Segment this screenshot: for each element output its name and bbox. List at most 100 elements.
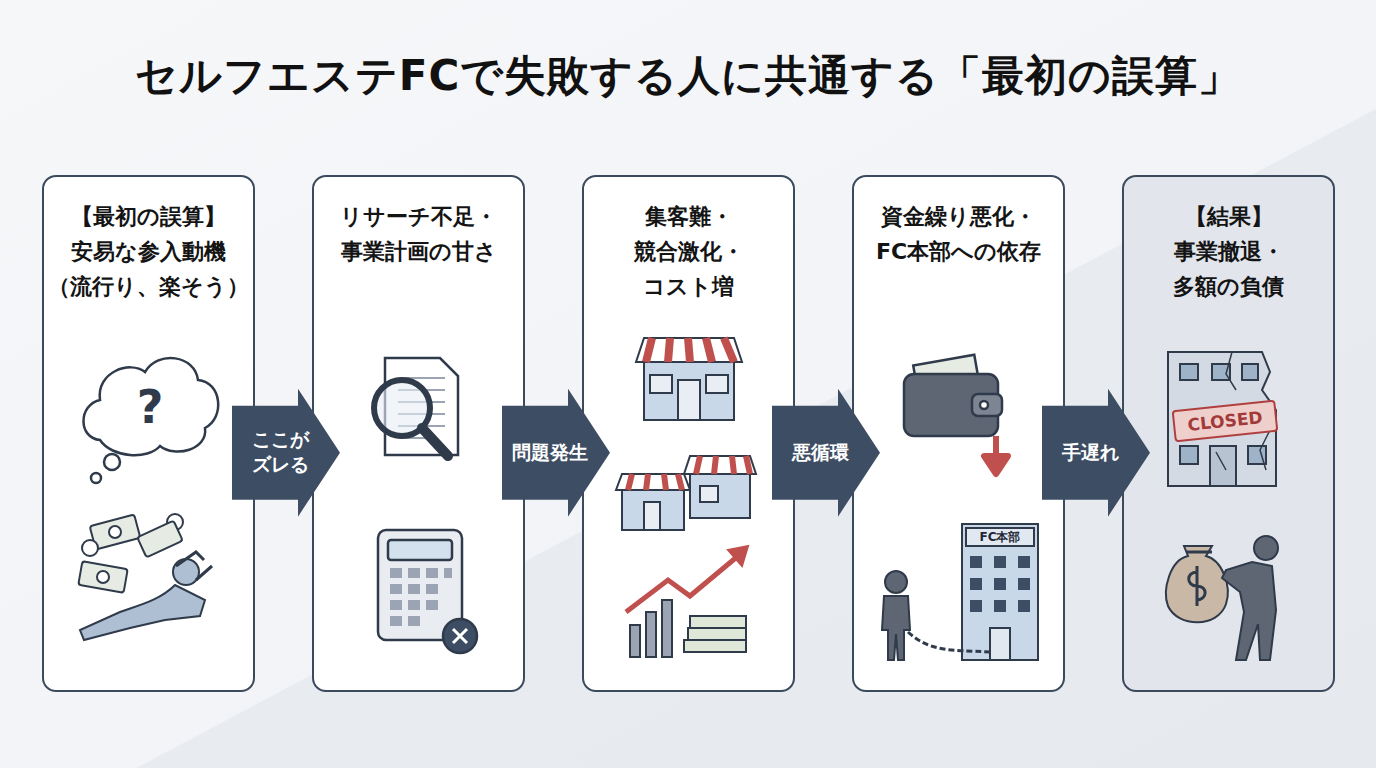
fc-headquarters-building-part <box>970 556 1030 612</box>
fc-headquarters-building-part-part <box>1018 600 1030 612</box>
arrow-label: 問題発生 <box>508 440 592 466</box>
calculator <box>378 530 477 653</box>
fc-headquarters-building <box>962 524 1038 660</box>
calculator-part-part <box>408 600 420 610</box>
document-magnifier-part <box>422 428 448 456</box>
chained-person-part <box>908 632 990 652</box>
rising-cost-chart-part <box>626 556 738 612</box>
person-with-debt-bag-part <box>1254 536 1278 560</box>
arrow-label: ここが ズレる <box>238 427 322 478</box>
lying-person-part <box>173 559 199 585</box>
fc-headquarters-building-part-part <box>994 556 1006 568</box>
calculator-part-part <box>390 584 402 594</box>
illustration-label: ? <box>137 380 164 434</box>
illustration-label: FC本部 <box>979 529 1020 546</box>
money-bills-part <box>97 571 109 583</box>
chained-person <box>882 571 990 660</box>
rising-cost-chart-part <box>646 612 656 657</box>
closed-building-part <box>1173 401 1278 441</box>
calculator-part-part <box>426 584 438 594</box>
person-with-debt-bag-part <box>1189 566 1205 606</box>
calculator-part <box>388 540 452 560</box>
store-icons-part <box>636 338 742 362</box>
store-icons-part <box>644 362 734 420</box>
store-icons-part <box>700 486 718 502</box>
arrow-label: 手遅れ <box>1048 440 1132 466</box>
calculator-part <box>453 629 467 643</box>
diagram-title: セルフエステFCで失敗する人に共通する「最初の誤算」 <box>0 48 1376 104</box>
store-icons-part <box>690 474 750 518</box>
thought-bubble-part <box>91 473 101 483</box>
closed-building-part <box>1180 364 1266 464</box>
wallet-icon-part <box>984 436 1008 474</box>
thought-bubble-part <box>104 454 120 470</box>
fc-headquarters-building-part <box>990 628 1010 660</box>
document-magnifier-part <box>398 378 445 438</box>
store-icons-part <box>628 474 682 490</box>
fc-headquarters-building-part-part <box>970 556 982 568</box>
wallet-icon-part <box>980 401 988 409</box>
store-icons-part <box>706 375 728 393</box>
closed-building-part-part <box>1180 446 1198 464</box>
lying-person-part <box>80 585 205 640</box>
document-magnifier-part <box>374 380 430 436</box>
store-icons-part <box>678 380 700 420</box>
fc-headquarters-building-part-part <box>970 600 982 612</box>
box-text: 事業撤退・ 多額の負債 <box>1127 234 1330 304</box>
calculator-part-part <box>426 568 438 578</box>
calculator-part-part <box>426 600 438 610</box>
calculator-part-part <box>390 568 402 578</box>
block-arrow <box>232 389 340 517</box>
person-with-debt-bag-part <box>1186 551 1212 554</box>
store-icons-part <box>622 490 684 530</box>
rising-cost-chart-part <box>684 640 746 652</box>
closed-building-part <box>1168 352 1276 486</box>
calculator-part-part <box>444 568 452 578</box>
store-icons-part <box>650 375 672 393</box>
rising-cost-chart-part <box>630 625 640 657</box>
process-box: 集客難・ 競合激化・ コスト増 <box>582 175 795 692</box>
wallet-icon-part <box>913 355 979 391</box>
box-heading: 【結果】 <box>1127 199 1330 234</box>
store-icons <box>616 338 756 530</box>
chained-person-part <box>882 596 910 660</box>
box-text: 資金繰り悪化・ FC本部への依存 <box>857 199 1060 269</box>
rising-cost-chart-part <box>728 546 748 566</box>
block-arrow <box>1042 389 1150 517</box>
store-icons-part <box>684 456 756 474</box>
wallet-icon-part <box>904 374 998 436</box>
block-arrow <box>502 389 610 517</box>
money-bills-part <box>137 521 183 558</box>
closed-building-part-part <box>1242 364 1258 380</box>
document-magnifier <box>374 358 458 456</box>
thought-bubble-part <box>84 358 219 455</box>
chained-person-part <box>885 571 907 593</box>
box-text: 集客難・ 競合激化・ コスト増 <box>587 199 790 305</box>
process-box: リサーチ不足・ 事業計画の甘さ <box>312 175 525 692</box>
fc-headquarters-building-part <box>962 524 1038 660</box>
fc-headquarters-building-part <box>966 528 1034 546</box>
store-icons-part <box>696 456 750 474</box>
calculator-part-part <box>390 600 402 610</box>
rising-cost-chart-part <box>690 616 746 628</box>
lying-person-part <box>176 552 212 580</box>
store-icons-part <box>644 502 660 530</box>
money-bills-part <box>109 526 121 538</box>
money-bills-part <box>167 514 183 530</box>
person-with-debt-bag <box>1166 536 1278 660</box>
closed-building-part <box>1210 446 1236 486</box>
box-text: リサーチ不足・ 事業計画の甘さ <box>317 199 520 269</box>
rising-cost-chart <box>626 546 748 657</box>
process-box: 【結果】事業撤退・ 多額の負債 <box>1122 175 1335 692</box>
calculator-part-part <box>408 584 420 594</box>
calculator-part <box>443 619 477 653</box>
calculator-part <box>390 568 452 626</box>
money-bills-part <box>78 561 127 593</box>
wallet-icon-part <box>972 394 1002 416</box>
store-icons-part <box>616 474 690 490</box>
person-with-debt-bag-part <box>1166 546 1228 622</box>
closed-building <box>1168 352 1277 486</box>
money-bills-part <box>82 540 98 556</box>
closed-building-part-part <box>1180 364 1198 380</box>
fc-headquarters-building-part-part <box>994 600 1006 612</box>
